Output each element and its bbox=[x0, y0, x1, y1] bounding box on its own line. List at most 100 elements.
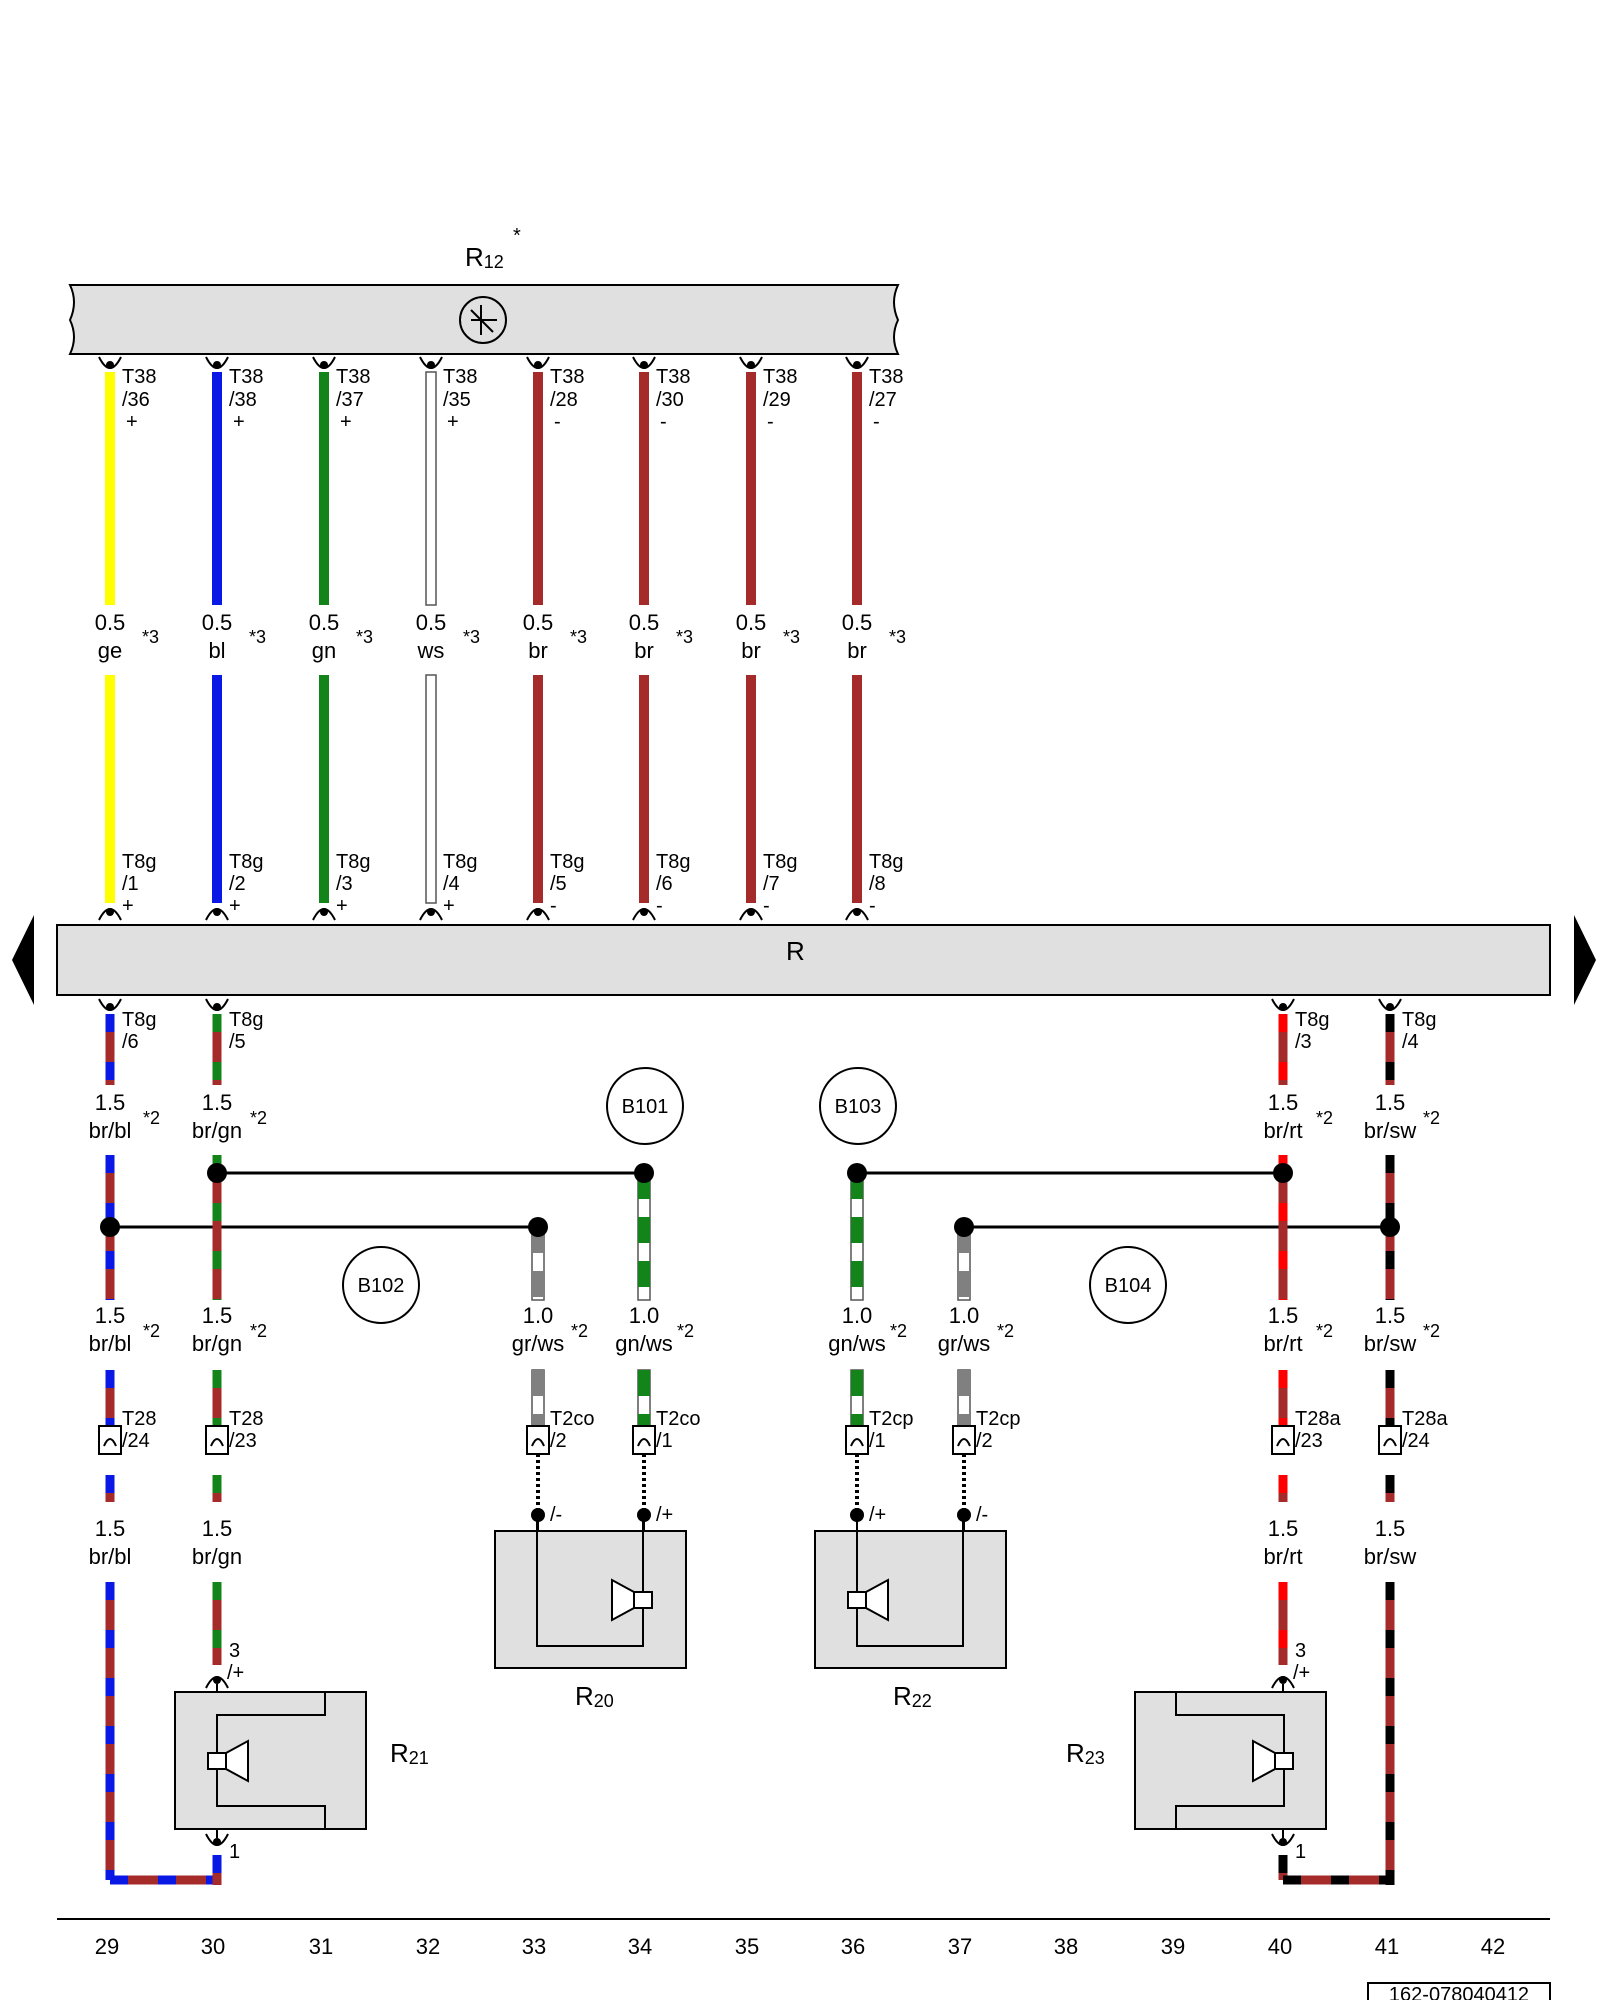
polarity: + bbox=[336, 895, 348, 917]
wire-color-code: gn/ws bbox=[828, 1331, 885, 1356]
wire-size: 0.5 bbox=[736, 610, 767, 635]
label: /5 bbox=[229, 1031, 246, 1053]
wire-segment bbox=[533, 675, 543, 903]
label: T8g bbox=[1402, 1009, 1436, 1031]
connector-pin: /37 bbox=[336, 389, 364, 411]
connector-id: T8g bbox=[336, 851, 370, 873]
junction-dot bbox=[1380, 1217, 1400, 1237]
wire-size: 0.5 bbox=[202, 610, 233, 635]
column-number: 38 bbox=[1054, 1934, 1078, 1959]
label: /1 bbox=[869, 1430, 886, 1452]
connector-pin-icon bbox=[312, 356, 336, 369]
wire-size: 1.5 bbox=[1375, 1516, 1406, 1541]
connector-id: T8g bbox=[443, 851, 477, 873]
junction-dot bbox=[1273, 1163, 1293, 1183]
label: /4 bbox=[1402, 1031, 1419, 1053]
continue-left-arrow-icon[interactable] bbox=[12, 915, 34, 1005]
label: /+ bbox=[227, 1662, 244, 1684]
connector-id: T8g bbox=[763, 851, 797, 873]
column-number: 35 bbox=[735, 1934, 759, 1959]
footnote-ref: *2 bbox=[571, 1321, 588, 1341]
junction-dot bbox=[954, 1217, 974, 1237]
connector-pin-icon bbox=[98, 908, 122, 921]
wire-color-code: br/rt bbox=[1263, 1118, 1302, 1143]
wire-size: 1.5 bbox=[202, 1303, 233, 1328]
column-number: 39 bbox=[1161, 1934, 1185, 1959]
wire-size: 1.5 bbox=[1375, 1090, 1406, 1115]
wire-color-code: ge bbox=[98, 638, 122, 663]
diagram-id: 162-078040412 bbox=[1389, 1984, 1529, 2000]
radio-note: * bbox=[513, 225, 521, 247]
label: T2cp bbox=[869, 1408, 913, 1430]
svg-text:B101: B101 bbox=[622, 1096, 669, 1118]
label: T8g bbox=[229, 1009, 263, 1031]
footnote-ref: *2 bbox=[1316, 1321, 1333, 1341]
wire-segment bbox=[105, 372, 115, 605]
speaker-icon bbox=[207, 1739, 249, 1783]
wire-segment bbox=[639, 372, 649, 605]
connector-pin-icon bbox=[205, 1833, 229, 1846]
ground-point-b101: B101 bbox=[606, 1067, 684, 1145]
connector-id: T38 bbox=[443, 366, 477, 388]
label: /+ bbox=[869, 1504, 886, 1526]
connector-id: T38 bbox=[656, 366, 690, 388]
ground-point-b103: B103 bbox=[819, 1067, 897, 1145]
footnote-ref: *2 bbox=[1423, 1321, 1440, 1341]
footnote-ref: *3 bbox=[676, 627, 693, 647]
continue-right-arrow-icon[interactable] bbox=[1574, 915, 1596, 1005]
bus-label: R bbox=[786, 936, 805, 966]
polarity: - bbox=[554, 411, 561, 433]
junction-dot bbox=[847, 1163, 867, 1183]
wire-color-code: br bbox=[741, 638, 761, 663]
column-number: 30 bbox=[201, 1934, 225, 1959]
speaker-icon bbox=[847, 1578, 889, 1622]
connector-pin: /36 bbox=[122, 389, 150, 411]
connector-pin-icon bbox=[98, 998, 122, 1011]
label: /6 bbox=[122, 1031, 139, 1053]
radio-receiver-icon bbox=[459, 296, 507, 344]
connector-pin-icon bbox=[526, 908, 550, 921]
polarity: + bbox=[229, 895, 241, 917]
ground-point-b102: B102 bbox=[342, 1246, 420, 1324]
wire-color-code: br/bl bbox=[89, 1544, 132, 1569]
footnote-ref: *2 bbox=[677, 1321, 694, 1341]
footnote-ref: *2 bbox=[143, 1108, 160, 1128]
footnote-ref: *2 bbox=[997, 1321, 1014, 1341]
polarity: + bbox=[233, 411, 245, 433]
connector-pin: /8 bbox=[869, 873, 886, 895]
connector-pin-icon bbox=[845, 908, 869, 921]
connector-pin-icon bbox=[845, 356, 869, 369]
connector-pin-icon bbox=[1271, 1676, 1295, 1689]
wire-segment bbox=[319, 372, 329, 605]
speaker-r21-label: R21 bbox=[390, 1738, 429, 1768]
connector-pin: /30 bbox=[656, 389, 684, 411]
wire-color-code: ws bbox=[417, 638, 445, 663]
connector-pin-icon bbox=[98, 356, 122, 369]
connector-pin: /1 bbox=[122, 873, 139, 895]
polarity: + bbox=[447, 411, 459, 433]
wire-color-code: br/bl bbox=[89, 1118, 132, 1143]
label: 1 bbox=[1295, 1841, 1306, 1863]
column-number: 31 bbox=[309, 1934, 333, 1959]
connector-id: T38 bbox=[122, 366, 156, 388]
label: 1 bbox=[229, 1841, 240, 1863]
label: /23 bbox=[229, 1430, 257, 1452]
column-number: 34 bbox=[628, 1934, 652, 1959]
polarity: - bbox=[767, 411, 774, 433]
speaker-r20-label: R20 bbox=[575, 1681, 614, 1711]
polarity: - bbox=[656, 895, 663, 917]
wire-size: 0.5 bbox=[95, 610, 126, 635]
wire-size: 1.0 bbox=[842, 1303, 873, 1328]
speaker-icon bbox=[611, 1578, 653, 1622]
footnote-ref: *3 bbox=[356, 627, 373, 647]
wire-size: 1.5 bbox=[95, 1090, 126, 1115]
wire-color-code: gr/ws bbox=[938, 1331, 991, 1356]
connector-pin: /2 bbox=[229, 873, 246, 895]
wire-col-30: T8g/51.5br/gn*21.5br/gn*2T28/231.5br/gn3… bbox=[192, 998, 267, 1885]
wire-color-code: br/sw bbox=[1364, 1544, 1417, 1569]
